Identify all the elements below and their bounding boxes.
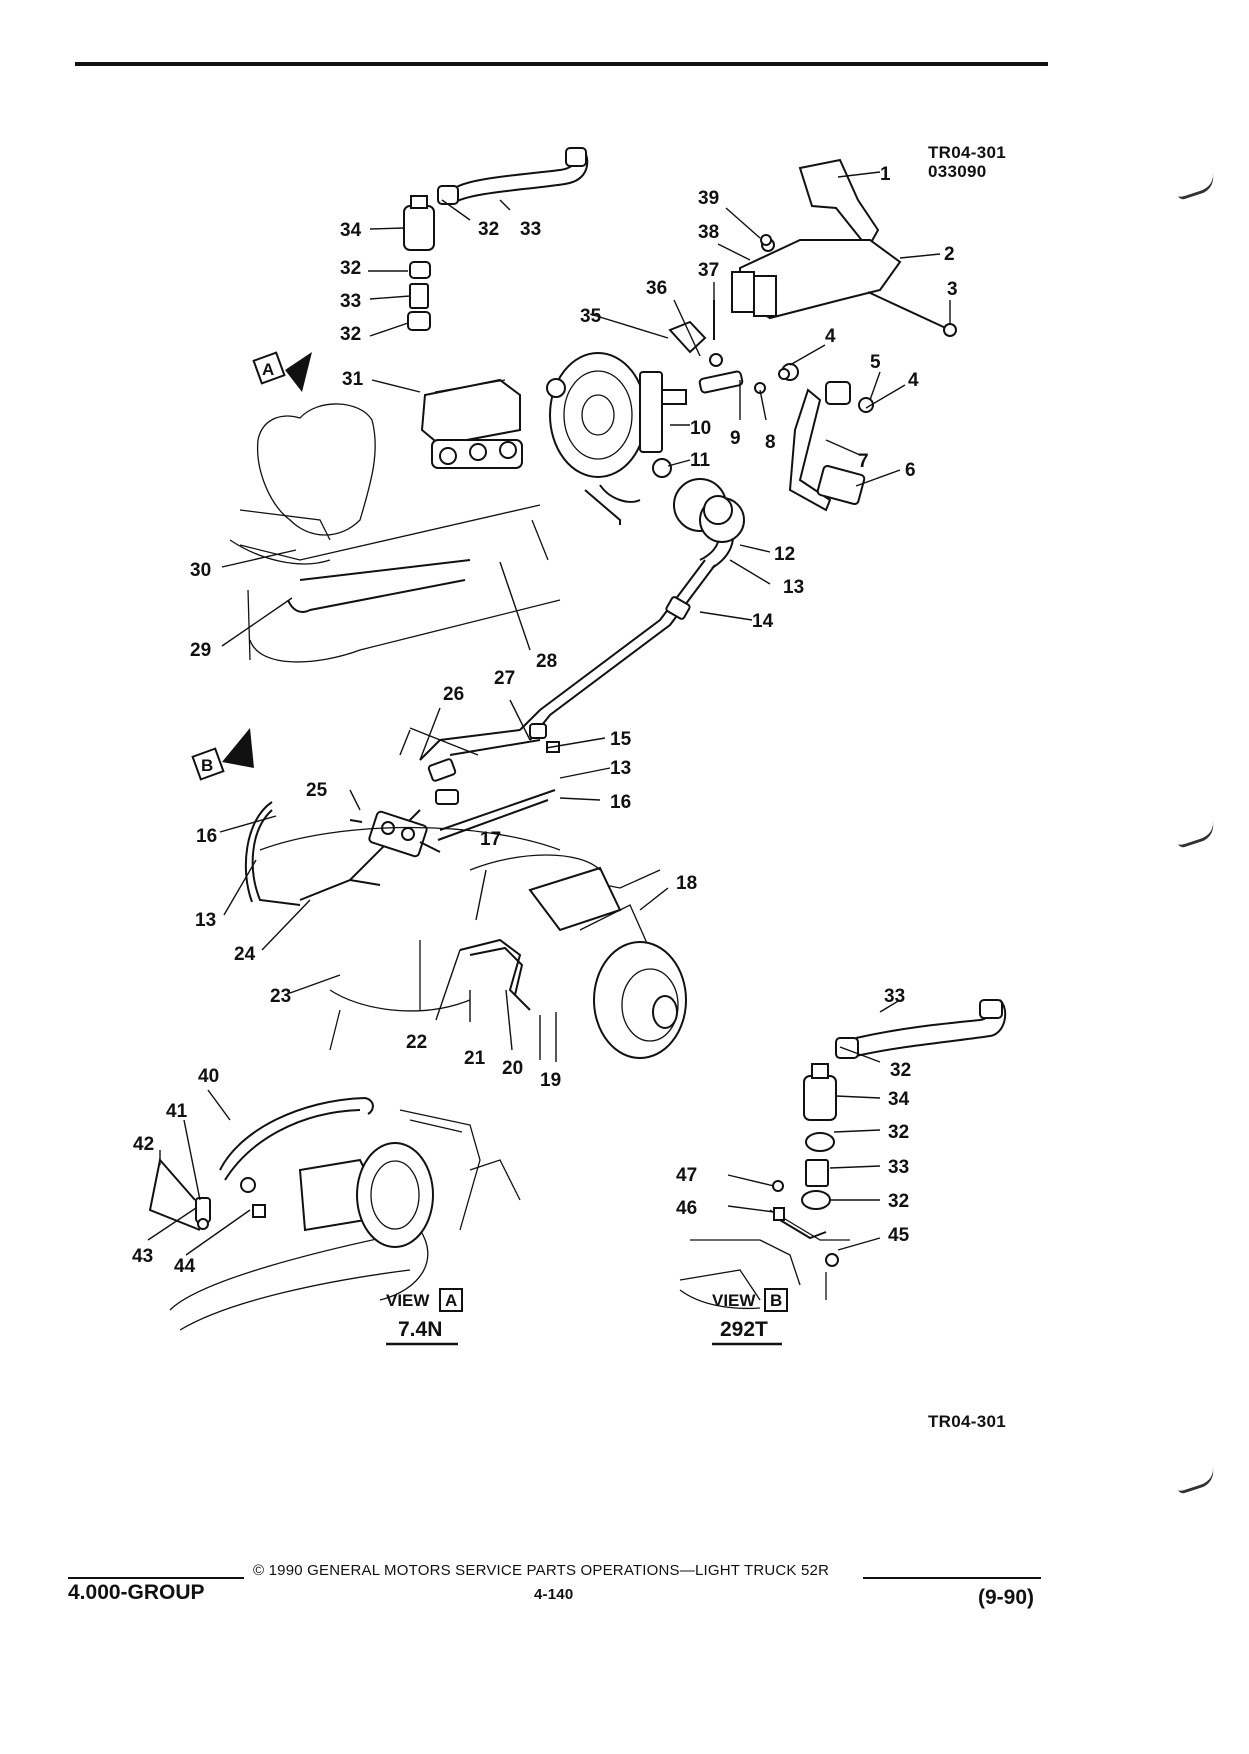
callout-29: 29 xyxy=(190,640,211,661)
top-rule xyxy=(75,62,1048,66)
callout-4: 4 xyxy=(825,326,836,347)
brake-booster xyxy=(546,352,687,478)
transmission-outline xyxy=(229,403,376,565)
callout-32: 32 xyxy=(888,1122,909,1143)
callout-13: 13 xyxy=(610,758,631,779)
callout-numbers: 1 2 3 4 5 4 6 7 8 9 10 11 12 13 14 15 13… xyxy=(132,164,958,1277)
footer-date: (9-90) xyxy=(978,1586,1035,1609)
footer-copyright: © 1990 GENERAL MOTORS SERVICE PARTS OPER… xyxy=(253,1562,830,1579)
combination-valve xyxy=(349,758,459,858)
callout-15: 15 xyxy=(610,729,632,750)
callout-35: 35 xyxy=(580,306,602,327)
front-brake-rotor xyxy=(259,826,687,1059)
svg-text:VIEW: VIEW xyxy=(386,1291,430,1310)
callout-2: 2 xyxy=(944,244,955,265)
callout-34: 34 xyxy=(888,1089,910,1110)
callout-16: 16 xyxy=(610,792,631,813)
callout-32: 32 xyxy=(890,1060,911,1081)
callout-44: 44 xyxy=(174,1256,196,1277)
svg-text:B: B xyxy=(770,1291,782,1310)
callout-10: 10 xyxy=(690,418,711,439)
svg-text:7.4N: 7.4N xyxy=(398,1318,442,1341)
callout-17: 17 xyxy=(480,829,501,850)
view-b-illustration xyxy=(679,999,1007,1310)
callout-32: 32 xyxy=(888,1191,909,1212)
frame-rail xyxy=(239,504,561,663)
callout-40: 40 xyxy=(198,1066,219,1087)
footer-rule-right xyxy=(863,1577,1041,1579)
pedal-bracket xyxy=(731,158,957,337)
callout-25: 25 xyxy=(306,780,328,801)
callout-34: 34 xyxy=(340,220,362,241)
view-a-label: VIEW A 7.4N xyxy=(386,1288,463,1346)
callout-27: 27 xyxy=(494,668,515,689)
callout-45: 45 xyxy=(888,1225,910,1246)
callout-32: 32 xyxy=(340,324,361,345)
callout-28: 28 xyxy=(536,651,557,672)
callout-30: 30 xyxy=(190,560,211,581)
callout-9: 9 xyxy=(730,428,741,449)
callout-19: 19 xyxy=(540,1070,561,1091)
callout-18: 18 xyxy=(676,873,697,894)
leader-lines xyxy=(147,171,951,1256)
callout-16: 16 xyxy=(196,826,217,847)
brake-pedal xyxy=(778,363,874,512)
callout-23: 23 xyxy=(270,986,291,1007)
footer-page-number: 4-140 xyxy=(534,1586,574,1603)
callout-46: 46 xyxy=(676,1198,697,1219)
master-cylinder xyxy=(420,378,523,469)
view-b-arrow: B xyxy=(191,728,254,781)
callout-4: 4 xyxy=(908,370,919,391)
callout-3: 3 xyxy=(947,279,958,300)
callout-24: 24 xyxy=(234,944,256,965)
callout-14: 14 xyxy=(752,611,774,632)
view-a-arrow-letter: A xyxy=(262,360,274,379)
callout-6: 6 xyxy=(905,460,916,481)
callout-38: 38 xyxy=(698,222,719,243)
callout-33: 33 xyxy=(888,1157,909,1178)
callout-33: 33 xyxy=(520,219,541,240)
callout-42: 42 xyxy=(133,1134,154,1155)
view-a-engine-illustration xyxy=(148,1096,521,1331)
callout-32: 32 xyxy=(478,219,499,240)
svg-text:292T: 292T xyxy=(720,1318,768,1341)
callout-13: 13 xyxy=(195,910,216,931)
push-rod-parts xyxy=(668,234,772,394)
vacuum-hose-assembly xyxy=(403,147,589,331)
callout-41: 41 xyxy=(166,1101,188,1122)
callout-33: 33 xyxy=(340,291,361,312)
footer-group: 4.000-GROUP xyxy=(68,1581,205,1604)
figure-code: TR04-301 xyxy=(928,143,1006,162)
callout-12: 12 xyxy=(774,544,795,565)
callout-13: 13 xyxy=(783,577,804,598)
callout-22: 22 xyxy=(406,1032,427,1053)
svg-text:VIEW: VIEW xyxy=(712,1291,756,1310)
callout-1: 1 xyxy=(880,164,891,185)
callout-26: 26 xyxy=(443,684,464,705)
callout-47: 47 xyxy=(676,1165,697,1186)
callout-11: 11 xyxy=(690,450,711,471)
view-a-arrow: A xyxy=(252,351,312,392)
view-b-arrow-letter: B xyxy=(201,756,213,775)
callout-43: 43 xyxy=(132,1246,153,1267)
callout-36: 36 xyxy=(646,278,667,299)
callout-20: 20 xyxy=(502,1058,523,1079)
callout-31: 31 xyxy=(342,369,364,390)
callout-7: 7 xyxy=(858,451,869,472)
callout-8: 8 xyxy=(765,432,776,453)
footer-rule-left xyxy=(68,1577,244,1579)
callout-39: 39 xyxy=(698,188,719,209)
date-code: 033090 xyxy=(928,162,987,181)
callout-33: 33 xyxy=(884,986,905,1007)
callout-21: 21 xyxy=(464,1048,486,1069)
callout-5: 5 xyxy=(870,352,881,373)
view-b-label: VIEW B 292T xyxy=(712,1288,788,1346)
svg-text:A: A xyxy=(445,1291,457,1310)
brake-pipes xyxy=(244,478,745,1011)
callout-37: 37 xyxy=(698,260,719,281)
bottom-figure-code: TR04-301 xyxy=(928,1412,1006,1431)
callout-32: 32 xyxy=(340,258,361,279)
